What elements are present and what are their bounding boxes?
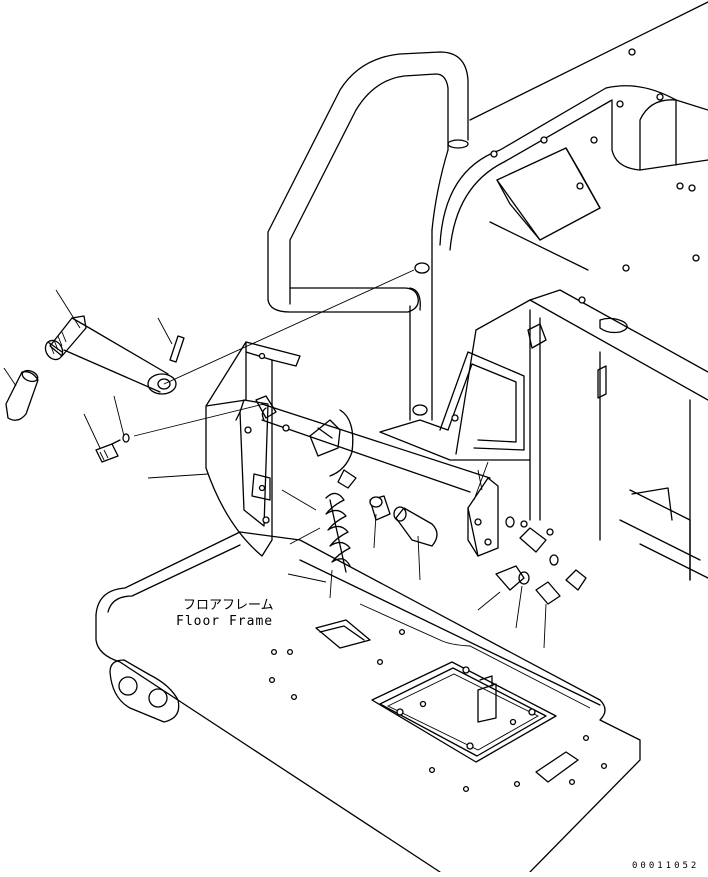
spring <box>325 492 351 573</box>
crank-lever <box>44 315 177 395</box>
leader-lines <box>3 269 547 649</box>
floor-frame-label-jp: フロアフレーム <box>183 598 274 613</box>
bolt-left <box>95 433 130 463</box>
mounting-bracket <box>205 341 301 557</box>
bolts-right <box>495 516 587 605</box>
grab-handle <box>267 51 469 421</box>
floor-frame <box>95 531 641 873</box>
bushing <box>369 495 391 521</box>
pin <box>169 335 185 363</box>
floor-frame-label-en: Floor Frame <box>176 614 273 629</box>
switch-assembly <box>261 403 499 557</box>
drawing-number: 00011052 <box>632 861 699 871</box>
cab-structure <box>379 1 708 581</box>
collar <box>393 506 438 547</box>
lever-knob <box>5 369 39 421</box>
